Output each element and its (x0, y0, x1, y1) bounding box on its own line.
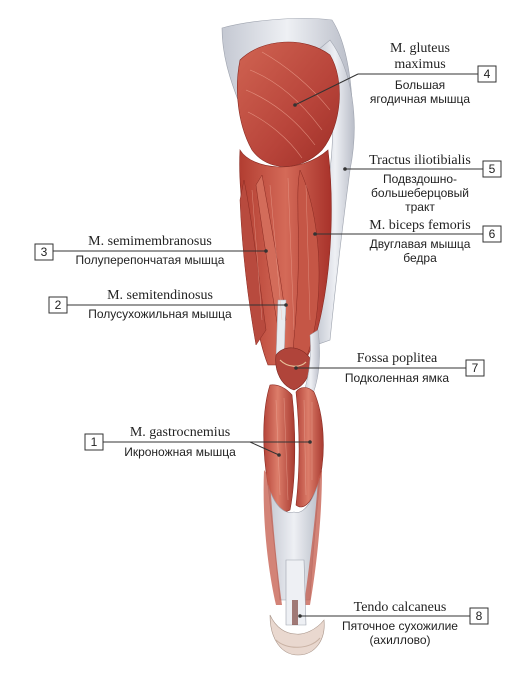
russian-name: бедра (403, 251, 437, 265)
label-number: 4 (484, 67, 491, 81)
russian-name: ягодичная мышца (370, 92, 470, 106)
russian-name: тракт (405, 200, 435, 214)
achilles-tendon-shape (285, 559, 307, 626)
russian-name: Полусухожильная мышца (88, 307, 232, 321)
gluteus-maximus-shape (237, 41, 340, 167)
label-fossa-poplitea: Fossa poplitea Подколенная ямка 7 (294, 351, 485, 385)
russian-name: Подколенная ямка (345, 371, 450, 385)
latin-name: M. biceps femoris (369, 218, 470, 233)
label-gastrocnemius: M. gastrocnemius Икроножная мышца 1 (84, 425, 312, 459)
label-gluteus-maximus: M. gluteus maximus Большая ягодичная мыш… (293, 41, 497, 107)
label-number: 3 (41, 245, 48, 259)
russian-name: Полуперепончатая мышца (76, 253, 225, 267)
label-number: 5 (489, 162, 496, 176)
label-biceps-femoris: M. biceps femoris Двуглавая мышца бедра … (313, 218, 502, 265)
russian-name: Большая (395, 78, 445, 92)
latin-name: maximus (394, 57, 445, 72)
russian-name: (ахиллово) (369, 633, 430, 647)
label-semimembranosus: M. semimembranosus Полуперепончатая мышц… (34, 234, 268, 267)
latin-name: Tendo calcaneus (354, 600, 447, 615)
russian-name: Пяточное сухожилие (342, 619, 458, 633)
semimembranosus-shape (239, 179, 267, 346)
label-number: 2 (55, 298, 62, 312)
latin-name: Fossa poplitea (357, 351, 438, 366)
russian-name: Икроножная мышца (124, 445, 236, 459)
popliteal-fossa-shape (275, 347, 311, 391)
label-number: 8 (476, 609, 483, 623)
latin-name: M. semitendinosus (107, 288, 213, 303)
label-semitendinosus: M. semitendinosus Полусухожильная мышца … (48, 288, 288, 321)
label-number: 7 (472, 361, 479, 375)
russian-name: Подвздошно- (383, 172, 457, 186)
leg-illustration (221, 18, 355, 656)
russian-name: Двуглавая мышца (370, 237, 471, 251)
latin-name: M. gluteus (390, 41, 450, 56)
latin-name: Tractus iliotibialis (369, 153, 471, 168)
label-tractus-iliotibialis: Tractus iliotibialis Подвздошно- большеб… (343, 153, 502, 214)
label-number: 1 (91, 435, 98, 449)
label-tendo-calcaneus: Tendo calcaneus Пяточное сухожилие (ахил… (298, 600, 489, 647)
label-number: 6 (489, 227, 496, 241)
russian-name: большеберцовый (371, 186, 469, 200)
latin-name: M. gastrocnemius (130, 425, 230, 440)
latin-name: M. semimembranosus (88, 234, 212, 249)
